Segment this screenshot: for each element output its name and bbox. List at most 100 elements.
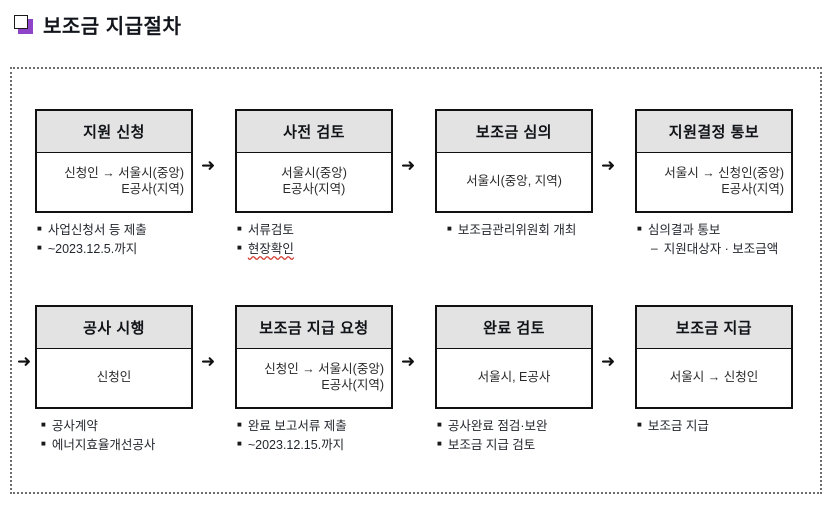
flow-step-note-item: ■ 공사계약 — [41, 417, 237, 436]
flow-step-header: 사전 검토 — [237, 111, 391, 153]
flow-step-header: 완료 검토 — [437, 307, 591, 349]
flow-step-note-text: 공사완료 점검·보완 — [447, 419, 548, 433]
flow-step-header: 보조금 지급 요청 — [237, 307, 391, 349]
flow-step-note-text: 보조금 지급 검토 — [447, 438, 536, 453]
flow-step-note-text: 현장확인 — [247, 242, 294, 257]
flow-step-body: 서울시, E공사 — [437, 349, 591, 407]
bullet-marker-icon: ■ — [37, 224, 42, 233]
flow-step-note-text: 사업신청서 등 제출 — [47, 223, 147, 237]
flow-arrow-icon: ➜ — [17, 352, 32, 371]
bullet-marker-icon: ■ — [437, 439, 442, 449]
flow-step-header-text: 완료 검토 — [483, 320, 545, 337]
flow-step-note-item: ■ 공사완료 점검·보완 — [437, 417, 633, 436]
flow-step-note-item: ■ 서류검토 — [237, 221, 433, 240]
flow-step-body: 서울시(중앙, 지역) — [437, 153, 591, 211]
bullet-marker-icon: ■ — [237, 224, 242, 233]
flow-step-header-text: 보조금 심의 — [475, 124, 553, 141]
flow-step-body-text: 서울시 → 신청인 — [669, 370, 759, 385]
bullet-marker-icon: ■ — [637, 224, 642, 233]
bullet-marker-icon: ■ — [237, 420, 242, 429]
flow-step-note-text: 에너지효율개선공사 — [51, 438, 156, 453]
flow-step-notes: ■ 공사계약 ■ 에너지효율개선공사 — [41, 417, 237, 456]
flow-arrow-icon: ➜ — [201, 352, 216, 371]
flow-step-body: 신청인 → 서울시(중앙) E공사(지역) — [37, 153, 191, 211]
flow-step-header-text: 지원 신청 — [83, 124, 145, 141]
flow-step-note-text: 심의결과 통보 — [647, 223, 721, 237]
flow-step-note-text: 보조금 지급 — [647, 419, 709, 433]
flow-step-body-text: 신청인 → 서울시(중앙) E공사(지역) — [64, 166, 184, 196]
flow-step-note-item: ■ 보조금 지급 검토 — [437, 436, 633, 455]
flow-step-header: 보조금 지급 — [637, 307, 791, 349]
flow-step-header-text: 지원결정 통보 — [668, 124, 760, 141]
flow-step-note-item: ■ 완료 보고서류 제출 — [237, 417, 433, 436]
flow-step-notes: ■ 사업신청서 등 제출 ■ ~2023.12.5.까지 — [37, 221, 233, 260]
flow-step-note-text: 지원대상자 · 보조금액 — [663, 242, 779, 257]
flow-step-note-item: –지원대상자 · 보조금액 — [637, 240, 832, 259]
bullet-marker-icon: ■ — [237, 243, 242, 253]
flow-step-note-item: ■ 심의결과 통보 — [637, 221, 832, 240]
flow-step-body-text: 서울시(중앙, 지역) — [466, 174, 562, 189]
flow-step-header-text: 공사 시행 — [83, 320, 145, 337]
page-title-text: 보조금 지급절차 — [43, 16, 182, 38]
flow-arrow-icon: ➜ — [401, 156, 416, 175]
flow-step-note-text: ~2023.12.5.까지 — [47, 242, 138, 257]
bullet-marker-icon: ■ — [41, 439, 46, 449]
flow-step-header: 지원 신청 — [37, 111, 191, 153]
flow-step-header: 공사 시행 — [37, 307, 191, 349]
bullet-marker-icon: ■ — [437, 420, 442, 429]
flow-step-note-text: 완료 보고서류 제출 — [247, 419, 347, 433]
bullet-marker-icon: ■ — [637, 420, 642, 429]
flow-step-note-item: ■보조금관리위원회 개최 — [447, 221, 643, 240]
flow-step-notes: ■ 완료 보고서류 제출 ■~2023.12.15.까지 — [237, 417, 433, 456]
flow-arrow-icon: ➜ — [601, 156, 616, 175]
flow-step-body-text: 서울시, E공사 — [477, 370, 551, 385]
bullet-marker-icon: ■ — [37, 243, 42, 253]
flow-step-header: 보조금 심의 — [437, 111, 591, 153]
flow-step-header: 지원결정 통보 — [637, 111, 791, 153]
flow-step-note-item: ■ 사업신청서 등 제출 — [37, 221, 233, 240]
flow-step-notes: ■ 심의결과 통보 –지원대상자 · 보조금액 — [637, 221, 832, 260]
bullet-marker-icon: – — [651, 241, 658, 256]
flow-step-body-text: 서울시(중앙) E공사(지역) — [281, 166, 347, 196]
flow-step-note-item: ■ 보조금 지급 — [637, 417, 832, 436]
flow-step-body-text: 서울시 → 신청인(중앙) E공사(지역) — [664, 166, 784, 196]
flow-step-notes: ■ 보조금 지급 — [637, 417, 832, 436]
flow-step-header-text: 사전 검토 — [283, 124, 345, 141]
flow-step-notes: ■ 서류검토 ■ 현장확인 — [237, 221, 433, 260]
flow-step-note-item: ■~2023.12.15.까지 — [237, 436, 433, 455]
flow-step-body: 서울시(중앙) E공사(지역) — [237, 153, 391, 211]
flow-step-note-text: 공사계약 — [51, 419, 98, 433]
square-note-icon — [14, 15, 33, 34]
flow-step-note-text: 서류검토 — [247, 223, 294, 237]
flow-step-body-text: 신청인 → 서울시(중앙) E공사(지역) — [264, 362, 384, 392]
bullet-marker-icon: ■ — [41, 420, 46, 429]
flow-arrow-icon: ➜ — [401, 352, 416, 371]
bullet-marker-icon: ■ — [237, 439, 242, 449]
flow-step-note-item: ■ 에너지효율개선공사 — [41, 436, 237, 455]
flow-step-notes: ■ 공사완료 점검·보완 ■ 보조금 지급 검토 — [437, 417, 633, 456]
flow-arrow-icon: ➜ — [601, 352, 616, 371]
flow-step-header-text: 보조금 지급 — [675, 320, 753, 337]
flow-step-notes: ■보조금관리위원회 개최 — [447, 221, 643, 240]
flow-step-note-item: ■ 현장확인 — [237, 240, 433, 259]
flow-step-body: 서울시 → 신청인(중앙) E공사(지역) — [637, 153, 791, 211]
